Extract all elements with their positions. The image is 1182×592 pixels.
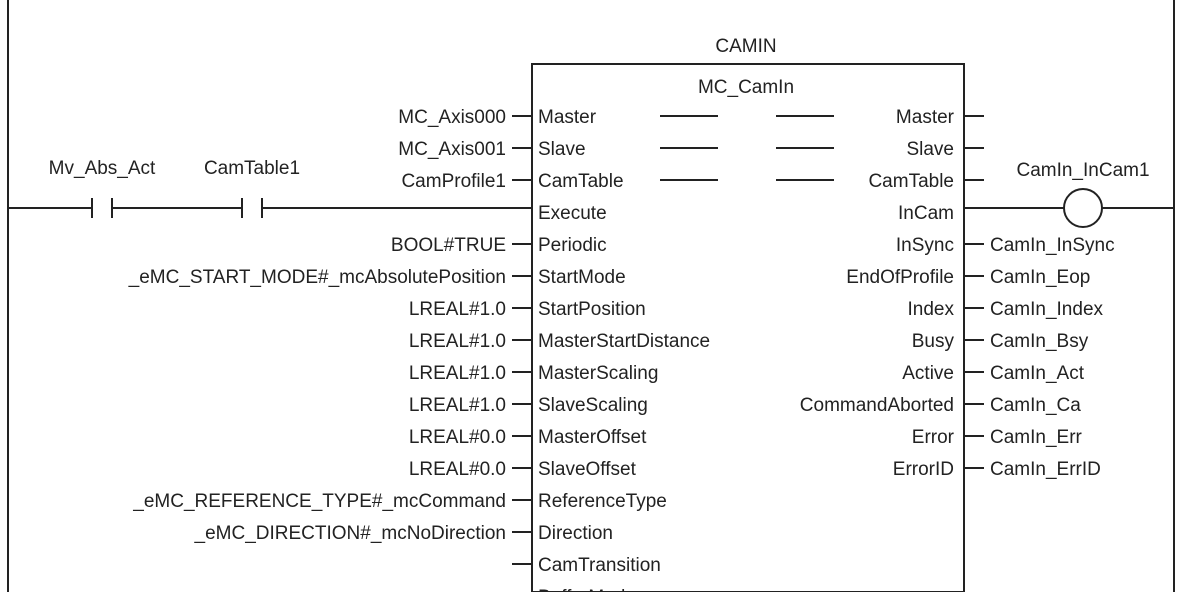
input-pins: MasterMC_Axis000SlaveMC_Axis001CamTableC…	[128, 107, 834, 592]
output-variable: CamIn_ErrID	[990, 459, 1101, 480]
output-pin-name: Index	[908, 299, 955, 320]
input-pin-name: MasterStartDistance	[538, 331, 710, 352]
input-pin-name: CamTransition	[538, 555, 661, 576]
output-pin-name: ErrorID	[893, 459, 954, 480]
input-parameter: MC_Axis000	[398, 107, 506, 128]
input-pin-name: ReferenceType	[538, 491, 667, 512]
coil-symbol	[1063, 188, 1103, 228]
input-parameter: LREAL#0.0	[409, 427, 506, 448]
output-variable: CamIn_Ca	[990, 395, 1081, 416]
output-pin-name: Slave	[906, 139, 954, 160]
output-pin-name: Error	[912, 427, 955, 448]
output-pin-name: Busy	[912, 331, 955, 352]
function-block-type: MC_CamIn	[698, 77, 794, 98]
input-parameter: LREAL#0.0	[409, 459, 506, 480]
input-pin-name: Slave	[538, 139, 586, 160]
input-parameter: LREAL#1.0	[409, 331, 506, 352]
output-pin-name: EndOfProfile	[846, 267, 954, 288]
input-parameter: LREAL#1.0	[409, 395, 506, 416]
input-pin-name: BufferMode	[538, 587, 636, 592]
rung: Mv_Abs_Act CamTable1 CamIn_InCam1	[8, 158, 1174, 228]
output-pin-name: InSync	[896, 235, 954, 256]
input-pin-name: SlaveOffset	[538, 459, 637, 480]
instance-name: CAMIN	[715, 36, 776, 57]
function-block-box	[531, 63, 965, 592]
coil-label: CamIn_InCam1	[1016, 160, 1149, 181]
output-variable: CamIn_Bsy	[990, 331, 1089, 352]
input-pin-name: StartPosition	[538, 299, 646, 320]
output-pin-name: InCam	[898, 203, 954, 224]
input-pin-name: SlaveScaling	[538, 395, 648, 416]
output-pin-name: CamTable	[868, 171, 954, 192]
input-parameter: BOOL#TRUE	[391, 235, 506, 256]
input-parameter: _eMC_DIRECTION#_mcNoDirection	[194, 523, 506, 544]
input-pin-name: MasterOffset	[538, 427, 647, 448]
input-pin-name: CamTable	[538, 171, 624, 192]
contact-label: CamTable1	[204, 158, 300, 179]
output-pin-name: Master	[896, 107, 955, 128]
output-variable: CamIn_Err	[990, 427, 1083, 448]
output-pin-name: Active	[902, 363, 954, 384]
output-variable: CamIn_Act	[990, 363, 1085, 384]
contact-label: Mv_Abs_Act	[49, 158, 156, 179]
input-parameter: CamProfile1	[401, 171, 506, 192]
input-parameter: _eMC_REFERENCE_TYPE#_mcCommand	[132, 491, 506, 512]
input-pin-name: Periodic	[538, 235, 607, 256]
input-pin-name: MasterScaling	[538, 363, 658, 384]
input-parameter: MC_Axis001	[398, 139, 506, 160]
input-pin-name: Execute	[538, 203, 607, 224]
input-parameter: LREAL#1.0	[409, 299, 506, 320]
input-parameter: LREAL#1.0	[409, 363, 506, 384]
output-variable: CamIn_Eop	[990, 267, 1090, 288]
input-parameter: _eMC_START_MODE#_mcAbsolutePosition	[128, 267, 506, 288]
output-variable: CamIn_InSync	[990, 235, 1115, 256]
output-variable: CamIn_Index	[990, 299, 1104, 320]
input-pin-name: StartMode	[538, 267, 626, 288]
output-pin-name: CommandAborted	[800, 395, 954, 416]
input-pin-name: Direction	[538, 523, 613, 544]
input-pin-name: Master	[538, 107, 597, 128]
